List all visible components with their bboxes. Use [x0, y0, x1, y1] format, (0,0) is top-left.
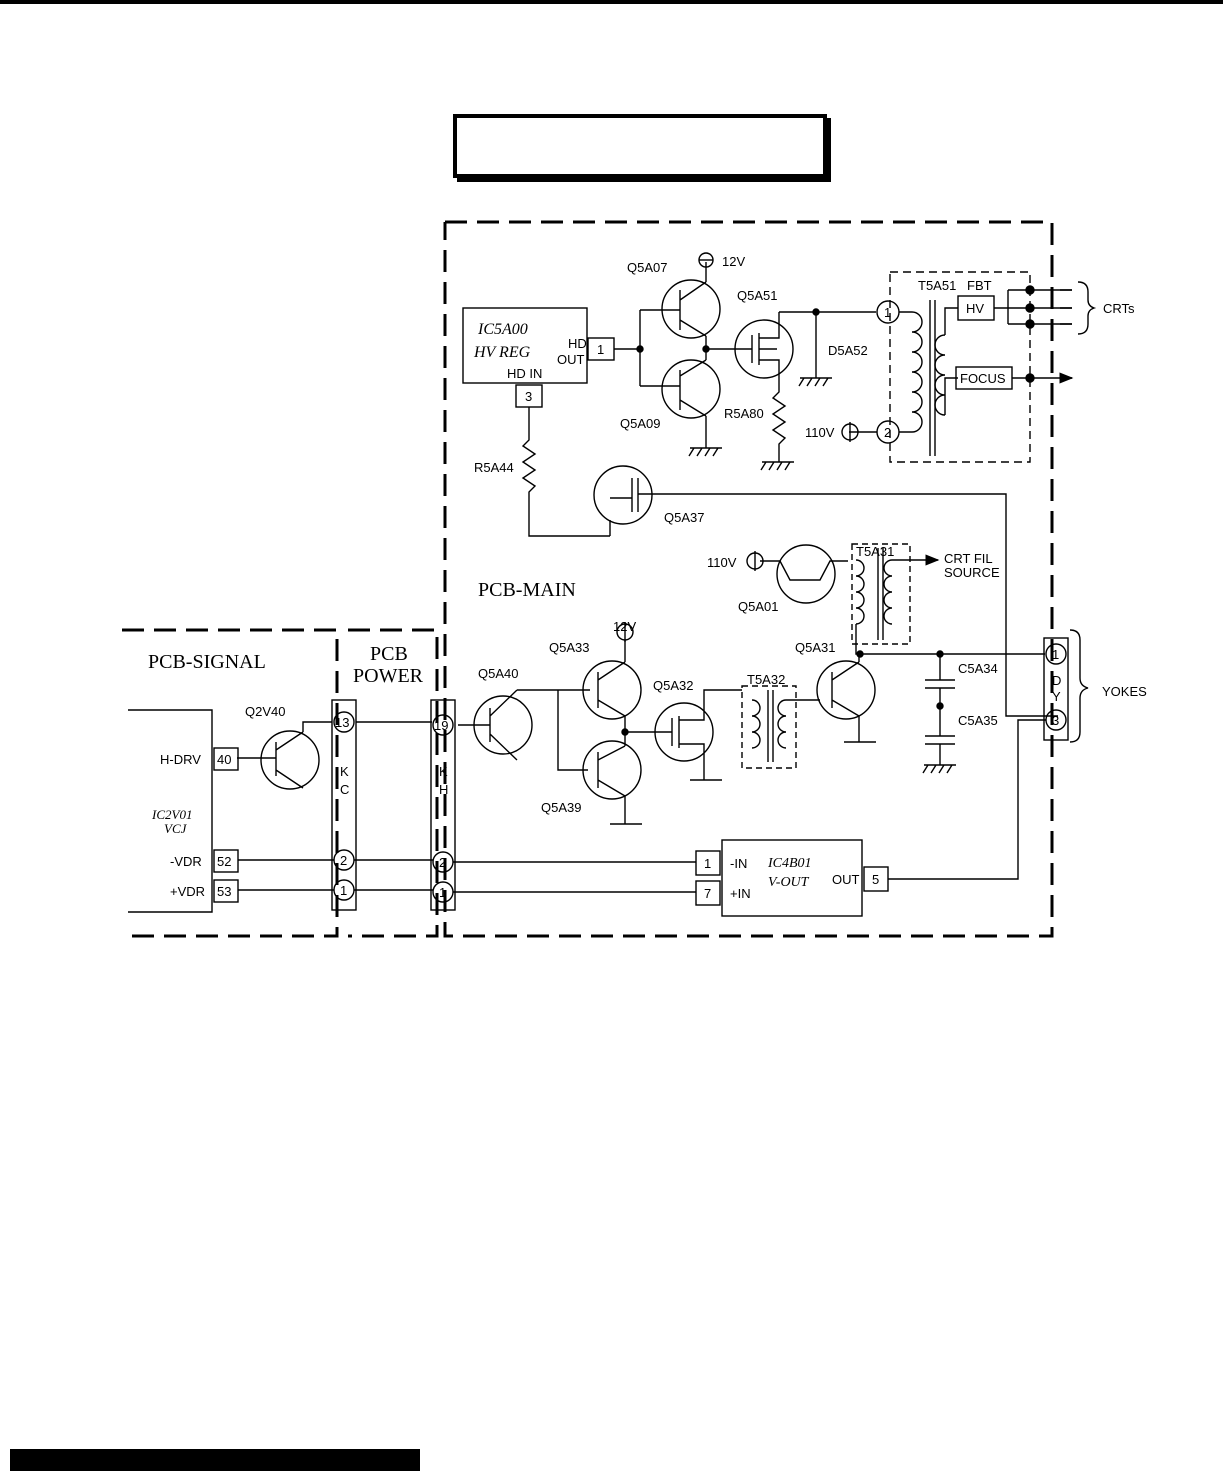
crt-source-label: SOURCE [944, 565, 1000, 580]
kh-pin19: 19 [434, 718, 448, 733]
kc-pin2: 2 [340, 853, 347, 868]
pcb-power-border [348, 628, 439, 938]
vdr-neg-pin: 52 [217, 854, 231, 869]
q5a33-label: Q5A33 [549, 640, 589, 655]
ic2v01-name: IC2V01 [151, 807, 192, 822]
t5a31-label: T5A31 [856, 544, 894, 559]
title-box [453, 114, 827, 178]
t5a32-label: T5A32 [747, 672, 785, 687]
hdrv-label: H-DRV [160, 752, 201, 767]
ic4b01-name: IC4B01 [767, 856, 812, 871]
fbt-pin2: 2 [884, 425, 891, 440]
t5a51-label: T5A51 [918, 278, 956, 293]
dy-pin3: 3 [1052, 713, 1059, 728]
q5a40-label: Q5A40 [478, 666, 518, 681]
v12-mid-label: 12V [613, 619, 636, 634]
pcb-main-border [443, 220, 1054, 938]
q5a09-symbol [661, 359, 721, 419]
pcb-signal-label: PCB-SIGNAL [148, 651, 266, 673]
yokes-label: YOKES [1102, 684, 1147, 699]
ic5a00-pin3: 3 [525, 389, 532, 404]
ic2v01-sub: VCJ [164, 821, 188, 836]
vdr-neg-label: -VDR [170, 854, 202, 869]
ic4b01-pin5: 5 [872, 872, 879, 887]
ic5a00-hdin-label: HD IN [507, 366, 542, 381]
ic5a00-out-label: OUT [557, 352, 585, 367]
q5a01-symbol [776, 544, 836, 604]
top-rule [0, 0, 1223, 4]
kc-pin13: 13 [335, 715, 349, 730]
bottom-bar [10, 1449, 420, 1471]
v110-b-label: 110V [707, 555, 737, 570]
ic5a00-sub: HV REG [473, 344, 531, 361]
q5a37-symbol [593, 465, 653, 525]
pcb-power-label-2: POWER [353, 665, 424, 687]
q5a07-symbol [661, 279, 721, 339]
r5a44-label: R5A44 [474, 460, 514, 475]
v12-top-label: 12V [722, 254, 745, 269]
dy-pin1: 1 [1052, 647, 1059, 662]
kc-pin1: 1 [340, 883, 347, 898]
q5a31-symbol [816, 660, 876, 720]
c5a35-label: C5A35 [958, 713, 998, 728]
kh-pin2: 2 [439, 855, 446, 870]
d5a52-label: D5A52 [828, 343, 868, 358]
kc-label-c: C [340, 782, 349, 797]
dy-connector [1043, 637, 1069, 741]
fbt-pin1: 1 [884, 305, 891, 320]
crt-fil-label: CRT FIL [944, 551, 993, 566]
ic4b01-out: OUT [832, 872, 860, 887]
hdrv-pin: 40 [217, 752, 231, 767]
kh-connector [430, 699, 456, 911]
q2v40-label: Q2V40 [245, 704, 285, 719]
kh-pin1: 1 [439, 885, 446, 900]
ic4b01-sub: V-OUT [768, 875, 810, 890]
ic4b01-box [721, 839, 863, 917]
kh-label-h: H [439, 782, 448, 797]
t5a32-box [741, 685, 797, 769]
ic5a00-pin1: 1 [597, 342, 604, 357]
vdr-pos-pin: 53 [217, 884, 231, 899]
ic5a00-box [462, 307, 588, 384]
fbt-label: FBT [967, 278, 992, 293]
q5a39-label: Q5A39 [541, 800, 581, 815]
r5a80-label: R5A80 [724, 406, 764, 421]
q5a51-label: Q5A51 [737, 288, 777, 303]
q5a31-label: Q5A31 [795, 640, 835, 655]
t5a51-box [889, 271, 1031, 463]
q5a32-label: Q5A32 [653, 678, 693, 693]
focus-label: FOCUS [960, 371, 1006, 386]
ic4b01-in-neg: -IN [730, 856, 747, 871]
ic4b01-in-pos: +IN [730, 886, 751, 901]
dy-label-y: Y [1052, 689, 1061, 704]
ic5a00-name: IC5A00 [477, 321, 528, 338]
ic5a00-hd-label: HD [568, 336, 587, 351]
q2v40-symbol [260, 730, 320, 790]
crts-label: CRTs [1103, 301, 1135, 316]
q5a01-label: Q5A01 [738, 599, 778, 614]
q5a39-symbol [582, 740, 642, 800]
ic4b01-pin1: 1 [704, 856, 711, 871]
q5a51-symbol [734, 319, 794, 379]
vdr-pos-label: +VDR [170, 884, 205, 899]
q5a09-label: Q5A09 [620, 416, 660, 431]
pcb-main-label: PCB-MAIN [478, 579, 576, 601]
c5a34-label: C5A34 [958, 661, 998, 676]
pcb-signal-border [122, 628, 339, 938]
kc-connector [331, 699, 357, 911]
kc-label-k: K [340, 764, 349, 779]
pcb-power-label-1: PCB [370, 643, 408, 665]
t5a31-box [851, 543, 911, 645]
q5a07-label: Q5A07 [627, 260, 667, 275]
q5a37-label: Q5A37 [664, 510, 704, 525]
dy-label-d: D [1052, 673, 1061, 688]
hv-label: HV [966, 301, 984, 316]
ic4b01-pin7: 7 [704, 886, 711, 901]
kh-label-k: K [439, 764, 448, 779]
v110-a-label: 110V [805, 425, 835, 440]
q5a33-symbol [582, 660, 642, 720]
